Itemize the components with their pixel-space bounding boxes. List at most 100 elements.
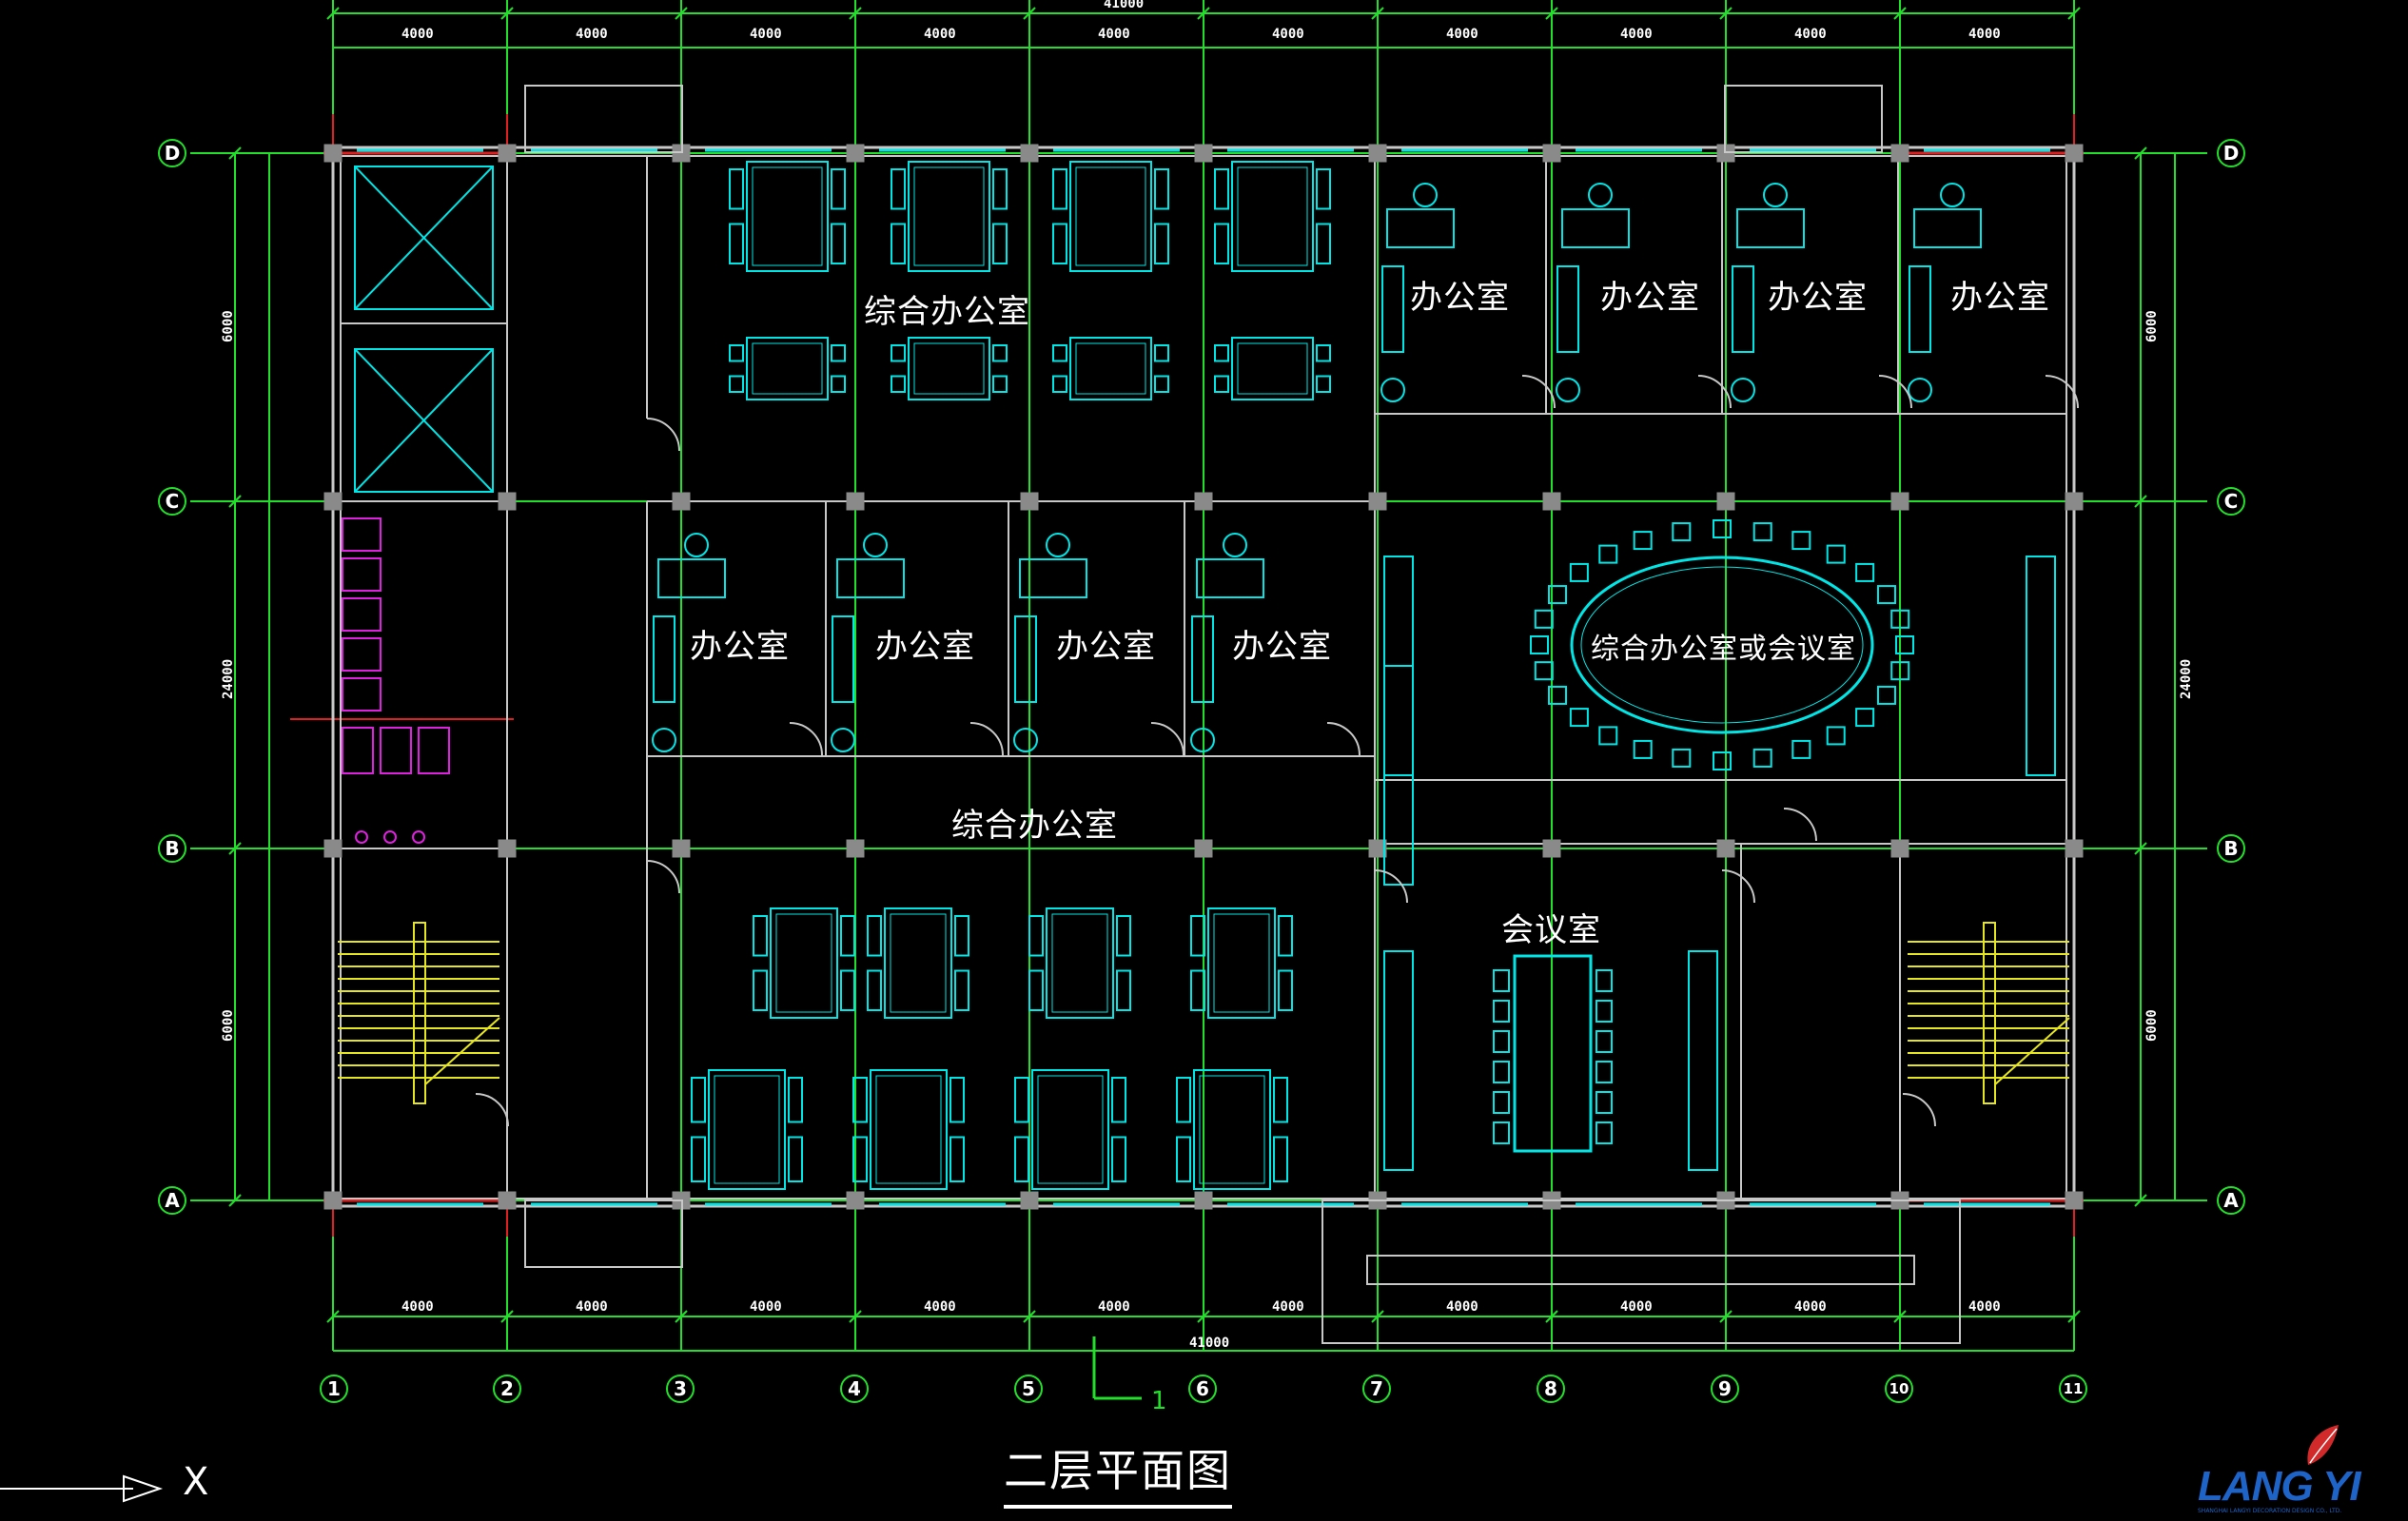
column-int-13 bbox=[672, 839, 691, 858]
office-top-2-seat bbox=[1731, 378, 1755, 402]
dim-tick-right-B bbox=[2134, 842, 2147, 855]
meeting-chair-r2 bbox=[1596, 1030, 1613, 1053]
desk-cluster-bot-a3-chair-r0 bbox=[1278, 915, 1293, 957]
desk-cluster-bot-b3-chair-l0 bbox=[1176, 1077, 1191, 1123]
conference-chair-0 bbox=[1895, 635, 1914, 654]
office-top-2-cabinet bbox=[1732, 265, 1754, 353]
dim-bottom-bay-9: 4000 bbox=[1794, 1299, 1827, 1315]
elevator-x-b-1 bbox=[354, 348, 494, 493]
office-top-1-desk bbox=[1561, 208, 1630, 248]
conference-chair-8 bbox=[1672, 748, 1692, 768]
door-arc-0 bbox=[646, 418, 680, 452]
toilet-basin-2 bbox=[412, 830, 425, 844]
conference-chair-12 bbox=[1548, 685, 1568, 705]
room-label-general-office-or-meeting: 综合办公室或会议室 bbox=[1591, 633, 1856, 666]
toilet-stall-b-2 bbox=[418, 727, 450, 774]
dim-top-bay-9: 4000 bbox=[1794, 27, 1827, 42]
desk-cluster-top-a3-chair-l0 bbox=[1214, 168, 1229, 210]
column-int-10 bbox=[1716, 492, 1735, 511]
desk-cluster-bot-a3-chair-l1 bbox=[1190, 969, 1205, 1011]
desk-cluster-bot-a2-chair-l1 bbox=[1028, 969, 1044, 1011]
leaf-icon bbox=[2307, 1425, 2339, 1465]
desk-cluster-bot-b0-chair-l1 bbox=[691, 1136, 706, 1182]
desk-cluster-bot-b1-chair-l0 bbox=[852, 1077, 868, 1123]
conference-chair-17 bbox=[1569, 562, 1589, 582]
conference-chair-27 bbox=[1890, 609, 1910, 629]
desk-cluster-top-a2-chair-l1 bbox=[1052, 223, 1067, 264]
office-top-1-seat bbox=[1556, 378, 1580, 402]
column-int-12 bbox=[2065, 492, 2084, 511]
room-label-general-office-top: 综合办公室 bbox=[864, 293, 1030, 331]
meeting-chair-l0 bbox=[1493, 969, 1510, 992]
column-int-18 bbox=[1716, 839, 1735, 858]
office-mid-0-cabinet bbox=[653, 615, 675, 703]
column-D11 bbox=[2065, 144, 2084, 163]
door-arc-11 bbox=[789, 722, 823, 756]
toilet-stall-2 bbox=[342, 597, 382, 632]
axis-bubble-col-11: 11 bbox=[2059, 1375, 2087, 1403]
elevator-shaft-0 bbox=[354, 166, 494, 310]
axis-bubble-row-d-left: D bbox=[158, 139, 186, 167]
desk-cluster-top-a3-chair-l1 bbox=[1214, 223, 1229, 264]
conference-chair-25 bbox=[1855, 562, 1875, 582]
desk-cluster-bot-b2-chair-l0 bbox=[1014, 1077, 1029, 1123]
desk-cluster-top-b1-top bbox=[913, 342, 985, 395]
desk-cluster-top-b3 bbox=[1231, 337, 1314, 400]
ucs-arrow-head bbox=[123, 1474, 164, 1503]
desk-cluster-bot-b1-chair-r1 bbox=[949, 1136, 965, 1182]
desk-cluster-top-a3 bbox=[1231, 161, 1314, 272]
door-arc-3 bbox=[1721, 869, 1755, 904]
meeting-chair-l1 bbox=[1493, 1000, 1510, 1023]
desk-cluster-bot-a0-chair-r0 bbox=[840, 915, 855, 957]
column-D2 bbox=[498, 144, 517, 163]
office-mid-0-seat bbox=[652, 728, 676, 752]
meeting-table bbox=[1513, 954, 1593, 1153]
dim-bottom-bay-3: 4000 bbox=[750, 1299, 782, 1315]
sofa-2 bbox=[2026, 556, 2056, 776]
desk-cluster-bot-a1-top bbox=[890, 913, 947, 1013]
desk-cluster-bot-a1-chair-r1 bbox=[954, 969, 969, 1011]
toilet-stall-b-1 bbox=[380, 727, 412, 774]
axis-bubble-row-a-right: A bbox=[2217, 1186, 2245, 1215]
meeting-chair-r4 bbox=[1596, 1091, 1613, 1114]
column-int-19 bbox=[1890, 839, 1909, 858]
dim-right-overall: 24000 bbox=[2179, 658, 2194, 699]
desk-cluster-top-a1-chair-r1 bbox=[992, 223, 1008, 264]
meeting-chair-r1 bbox=[1596, 1000, 1613, 1023]
office-top-1-chair bbox=[1588, 183, 1613, 207]
desk-cluster-top-b0 bbox=[746, 337, 829, 400]
meeting-chair-r3 bbox=[1596, 1061, 1613, 1083]
desk-cluster-top-a3-chair-r1 bbox=[1316, 223, 1331, 264]
stair-right-rail bbox=[1983, 922, 1996, 1104]
dim-tick-top-4 bbox=[1023, 7, 1036, 20]
conference-chair-21 bbox=[1713, 519, 1732, 538]
desk-cluster-top-a0-chair-l1 bbox=[729, 223, 744, 264]
column-D6 bbox=[1194, 144, 1213, 163]
desk-cluster-top-b0-chair-r0 bbox=[831, 344, 846, 362]
axis-bubble-row-d-right: D bbox=[2217, 139, 2245, 167]
dim-tick-top-3 bbox=[849, 7, 862, 20]
column-int-20 bbox=[2065, 839, 2084, 858]
door-arc-6 bbox=[1783, 808, 1817, 842]
sofa-4 bbox=[1688, 950, 1718, 1171]
conference-chair-10 bbox=[1598, 726, 1618, 746]
dim-tick-right-D bbox=[2134, 146, 2147, 160]
conference-chair-11 bbox=[1569, 708, 1589, 728]
column-int-1 bbox=[498, 492, 517, 511]
dim-bottom-bay-5: 4000 bbox=[1098, 1299, 1130, 1315]
dim-bottom-bay-2: 4000 bbox=[576, 1299, 608, 1315]
stair-right-arrow bbox=[1994, 1017, 2070, 1085]
axis-bubble-col-3: 3 bbox=[666, 1375, 695, 1403]
office-top-0-desk bbox=[1386, 208, 1455, 248]
desk-cluster-bot-b2-chair-r1 bbox=[1111, 1136, 1126, 1182]
dim-tick-bottom-2 bbox=[675, 1310, 688, 1323]
company-logo: LANG YI SHANGHAI LANGYI DECORATION DESIG… bbox=[2188, 1417, 2407, 1514]
office-mid-1-desk bbox=[836, 558, 905, 598]
desk-cluster-top-a3-top bbox=[1237, 166, 1308, 266]
desk-cluster-top-b1-chair-l0 bbox=[891, 344, 906, 362]
desk-cluster-top-b2-chair-r0 bbox=[1154, 344, 1169, 362]
desk-cluster-bot-b1-chair-r0 bbox=[949, 1077, 965, 1123]
conference-chair-26 bbox=[1876, 585, 1896, 605]
room-label-office-mid-1: 办公室 bbox=[690, 628, 790, 666]
